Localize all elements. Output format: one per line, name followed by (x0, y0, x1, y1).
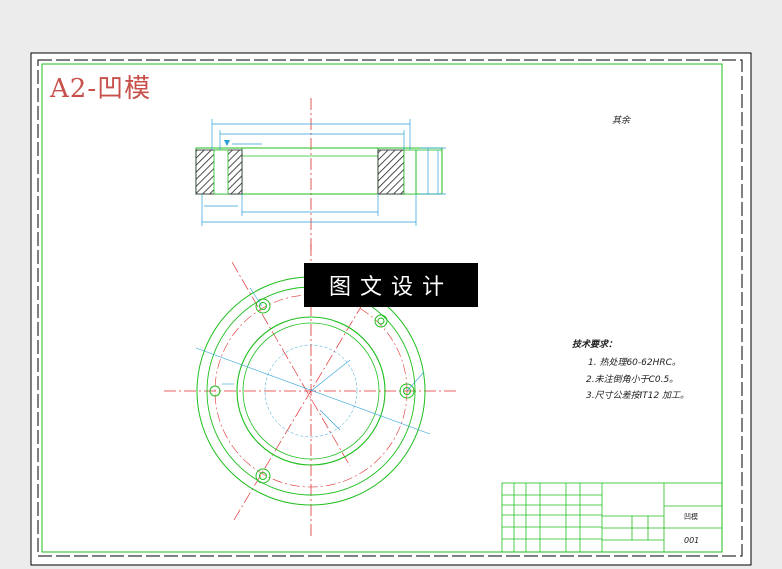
tech-requirements-title: 技术要求： (572, 340, 618, 350)
surface-finish-note: 其余 (612, 116, 631, 126)
hatch-right (377, 149, 405, 195)
drawing-border (41, 63, 723, 553)
paper (30, 52, 752, 566)
bore-diameter (236, 316, 386, 466)
tech-note-1: 1. 热处理60-62HRC。 (588, 358, 681, 368)
section-view (195, 98, 446, 250)
drawing-title-label: A2-凹模 (50, 74, 152, 104)
bolt-holes (209, 298, 415, 484)
title-block (501, 482, 723, 553)
dashed-frame (37, 59, 743, 557)
tech-note-2: 2.未注倒角小于C0.5。 (586, 375, 679, 385)
watermark-label: 图文设计 (304, 263, 478, 307)
part-name: 凹模 (684, 513, 698, 521)
drawing-number: 001 (684, 536, 700, 545)
tech-note-3: 3.尺寸公差按IT12 加工。 (586, 391, 690, 401)
